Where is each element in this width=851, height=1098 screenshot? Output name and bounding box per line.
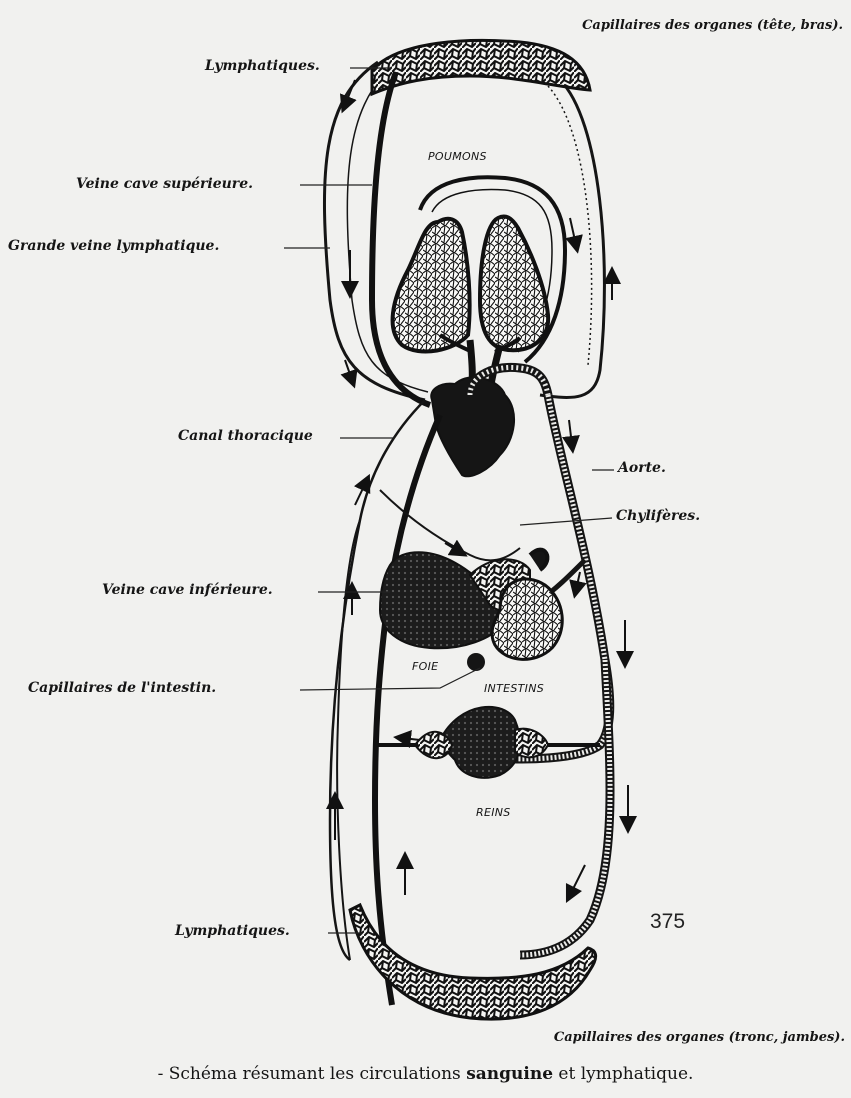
arrow-4 bbox=[570, 218, 576, 245]
label-inferior-vena-cava: Veine cave inférieure. bbox=[102, 582, 273, 598]
label-superior-vena-cava: Veine cave supérieure. bbox=[76, 176, 253, 192]
arrow-6 bbox=[569, 420, 572, 445]
arrow-12 bbox=[402, 738, 420, 740]
page-number: 375 bbox=[650, 910, 685, 934]
caption-bold: sanguine bbox=[466, 1064, 553, 1084]
label-large-lymph-vein: Grande veine lymphatique. bbox=[8, 238, 219, 254]
label-lower-capillaries: Capillaires des organes (tronc, jambes). bbox=[554, 1030, 845, 1045]
head-capillaries bbox=[372, 40, 590, 94]
organ-label-kidneys: REINS bbox=[476, 806, 511, 819]
renal-capillaries-right bbox=[515, 729, 548, 758]
organ-label-lungs: POUMONS bbox=[428, 150, 487, 163]
inferior-vena-cava bbox=[375, 415, 440, 1005]
label-lymphatics-bottom: Lymphatiques. bbox=[175, 923, 290, 939]
arrow-9 bbox=[576, 572, 580, 590]
left-lung bbox=[393, 219, 470, 352]
intestine-knot bbox=[467, 653, 485, 671]
leader-chyl bbox=[520, 518, 612, 525]
intestine-loop bbox=[530, 550, 547, 570]
label-head-capillaries: Capillaires des organes (tête, bras). bbox=[582, 18, 843, 33]
renal-capillaries-left bbox=[415, 732, 452, 758]
lower-capillaries bbox=[350, 905, 596, 1019]
right-lung bbox=[480, 216, 548, 350]
arrow-16 bbox=[570, 865, 585, 895]
organ-label-intestines: INTESTINS bbox=[484, 682, 544, 695]
intestine bbox=[492, 579, 562, 659]
aorta-lower bbox=[520, 660, 610, 955]
leader-cap-int bbox=[300, 668, 480, 690]
kidneys bbox=[440, 707, 520, 778]
label-aorta: Aorte. bbox=[618, 460, 666, 476]
caption-suffix: et lymphatique. bbox=[553, 1064, 693, 1084]
upper-right-vessel bbox=[540, 80, 604, 397]
label-chyliferous: Chylifères. bbox=[616, 508, 700, 524]
figure-caption: - Schéma résumant les circulations sangu… bbox=[0, 1064, 851, 1084]
label-thoracic-canal: Canal thoracique bbox=[178, 428, 313, 444]
label-lymphatics-top: Lymphatiques. bbox=[205, 58, 320, 74]
label-intestine-capillaries: Capillaires de l'intestin. bbox=[28, 680, 216, 696]
organ-label-liver: FOIE bbox=[412, 660, 438, 673]
caption-prefix: - Schéma résumant les circulations bbox=[158, 1064, 467, 1084]
